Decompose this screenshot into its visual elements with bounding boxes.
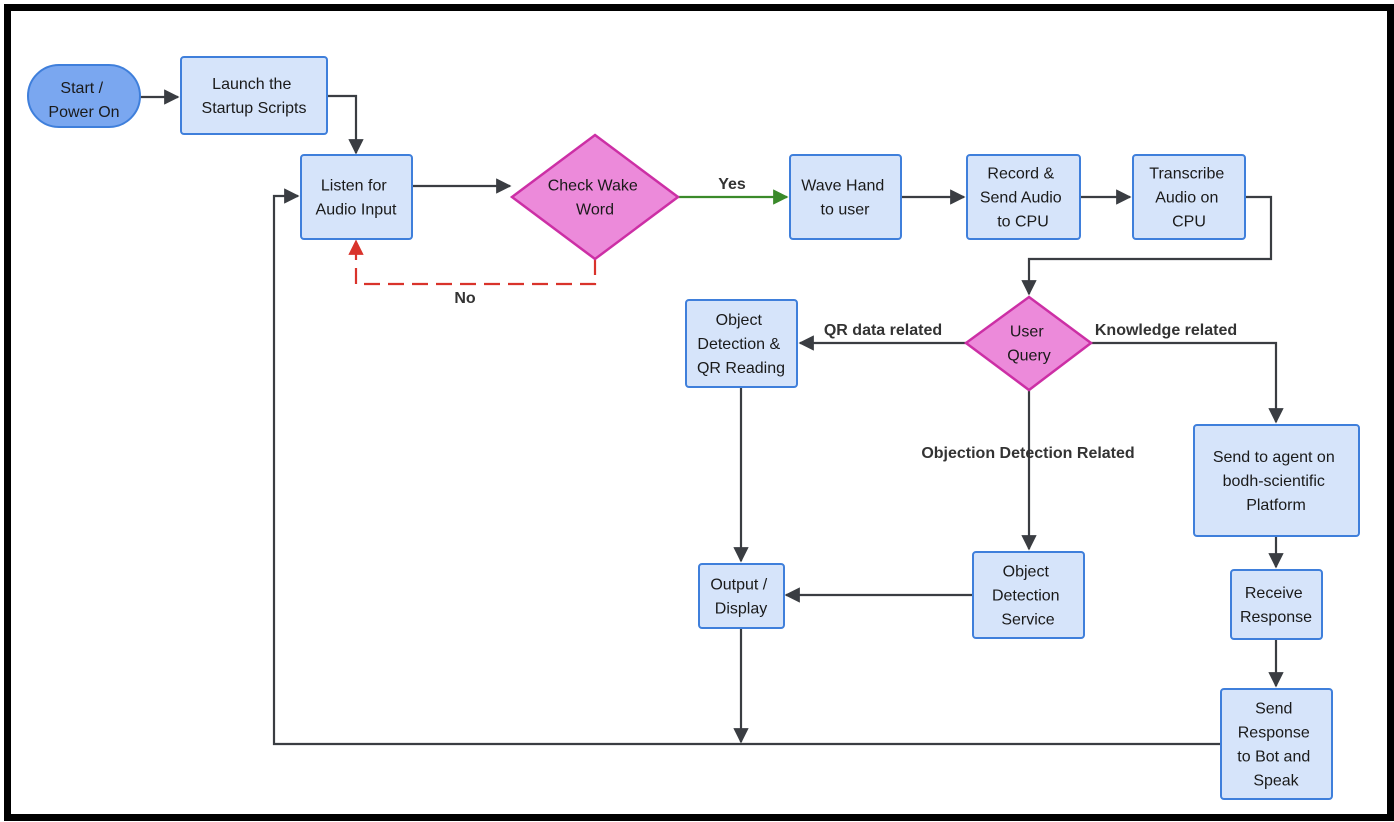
- edge-launch-to-listen: [327, 94, 364, 155]
- label-yes: Yes: [718, 176, 746, 193]
- svg-text:Receive Response: Receive Response: [1240, 585, 1312, 626]
- node-wake-line-1: Check Wake: [548, 178, 638, 195]
- node-wake-line-2: Word: [576, 202, 614, 219]
- node-qr-line-2: Detection &: [697, 336, 780, 353]
- node-query-line-2: Query: [1007, 348, 1051, 365]
- node-output-line-2: Display: [715, 601, 767, 618]
- node-qr-reading: Object Detection & QR Reading: [685, 299, 798, 388]
- node-wave-line-1: Wave Hand: [801, 178, 884, 195]
- label-objection-related: Objection Detection Related: [921, 445, 1134, 462]
- node-receive-line-2: Response: [1240, 609, 1312, 626]
- svg-text:Object Detection &: Object Detection & QR Reading: [697, 312, 785, 377]
- svg-text:Wave Hand to user: Wave Hand to user: [801, 178, 888, 219]
- node-speak-line-4: Speak: [1253, 773, 1299, 790]
- node-record-line-1: Record &: [987, 166, 1054, 183]
- node-objsvc-line-3: Service: [1001, 612, 1054, 629]
- node-objsvc-line-1: Object: [1003, 564, 1050, 581]
- node-record-audio: Record & Send Audio to CPU: [966, 154, 1081, 240]
- node-qr-line-1: Object: [716, 312, 763, 329]
- svg-text:Transcribe Audio on: Transcribe Audio on CPU: [1149, 166, 1228, 231]
- diagram-frame: [4, 4, 1394, 821]
- node-start-line-2: Power On: [48, 104, 119, 121]
- node-record-line-3: to CPU: [997, 214, 1049, 231]
- edge-transcribe-to-query: [1021, 195, 1273, 296]
- svg-text:Send to agent on bodh-: Send to agent on bodh-scientific Platfor…: [1213, 449, 1339, 514]
- node-start-line-1: Start /: [60, 80, 103, 97]
- node-receive-line-1: Receive: [1245, 585, 1303, 602]
- svg-text:User Query: User Query: [1007, 324, 1051, 365]
- node-transcribe-audio: Transcribe Audio on CPU: [1132, 154, 1246, 240]
- svg-text:Send Response: Send Response to Bot and Speak: [1237, 701, 1314, 790]
- node-wave-line-2: to user: [821, 202, 871, 219]
- label-knowledge-related: Knowledge related: [1095, 322, 1237, 339]
- node-output-line-1: Output /: [710, 577, 767, 594]
- svg-text:Output / Display: Output / Display: [710, 577, 771, 618]
- node-output-display: Output / Display: [698, 563, 785, 629]
- edges: [140, 89, 1284, 746]
- node-agent-line-1: Send to agent on: [1213, 449, 1335, 466]
- node-start: Start / Power On: [27, 64, 141, 128]
- node-speak-line-2: Response: [1238, 725, 1310, 742]
- node-listen-audio: Listen for Audio Input: [300, 154, 413, 240]
- node-agent-line-2: bodh-scientific: [1223, 473, 1325, 490]
- node-launch-line-2: Startup Scripts: [202, 100, 307, 117]
- node-objsvc-line-2: Detection: [992, 588, 1060, 605]
- edge-wake-to-listen-no: [348, 239, 597, 286]
- node-send-to-agent: Send to agent on bodh-scientific Platfor…: [1193, 424, 1360, 537]
- node-qr-line-3: QR Reading: [697, 360, 785, 377]
- node-speak-line-3: to Bot and: [1237, 749, 1310, 766]
- node-transcribe-line-3: CPU: [1172, 214, 1206, 231]
- node-receive-response: Receive Response: [1230, 569, 1323, 640]
- edge-query-to-agent: [1091, 341, 1284, 424]
- node-agent-line-3: Platform: [1246, 497, 1306, 514]
- node-query-line-1: User: [1010, 324, 1044, 341]
- node-launch-scripts: Launch the Startup Scripts: [180, 56, 328, 135]
- svg-text:Check Wake Word: Check Wake Word: [548, 178, 643, 219]
- svg-text:Start / Power On: Start / Power On: [48, 80, 119, 121]
- svg-text:Object Detection: Object Detection Service: [992, 564, 1064, 629]
- edge-speak-to-listen-loop: [272, 188, 1221, 746]
- node-user-query: User Query: [963, 295, 1094, 392]
- node-send-response-speak: Send Response to Bot and Speak: [1220, 688, 1333, 800]
- node-listen-line-1: Listen for: [321, 178, 387, 195]
- node-transcribe-line-1: Transcribe: [1149, 166, 1224, 183]
- node-speak-line-1: Send: [1255, 701, 1292, 718]
- node-transcribe-line-2: Audio on: [1155, 190, 1218, 207]
- node-listen-line-2: Audio Input: [316, 202, 398, 219]
- svg-text:Launch the Startup Scr: Launch the Startup Scripts: [202, 76, 307, 117]
- node-wave-hand: Wave Hand to user: [789, 154, 902, 240]
- svg-text:Listen for Audio Input: Listen for Audio Input: [316, 178, 398, 219]
- label-qr-related: QR data related: [824, 322, 942, 339]
- node-object-detection-service: Object Detection Service: [972, 551, 1085, 639]
- node-launch-line-1: Launch the: [212, 76, 291, 93]
- label-no: No: [454, 290, 476, 307]
- node-check-wake-word: Check Wake Word: [509, 133, 681, 261]
- node-record-line-2: Send Audio: [980, 190, 1062, 207]
- svg-text:Record & Send Audio: Record & Send Audio to CPU: [980, 166, 1066, 231]
- edge-labels: Yes No QR data related Knowledge related…: [454, 176, 1237, 462]
